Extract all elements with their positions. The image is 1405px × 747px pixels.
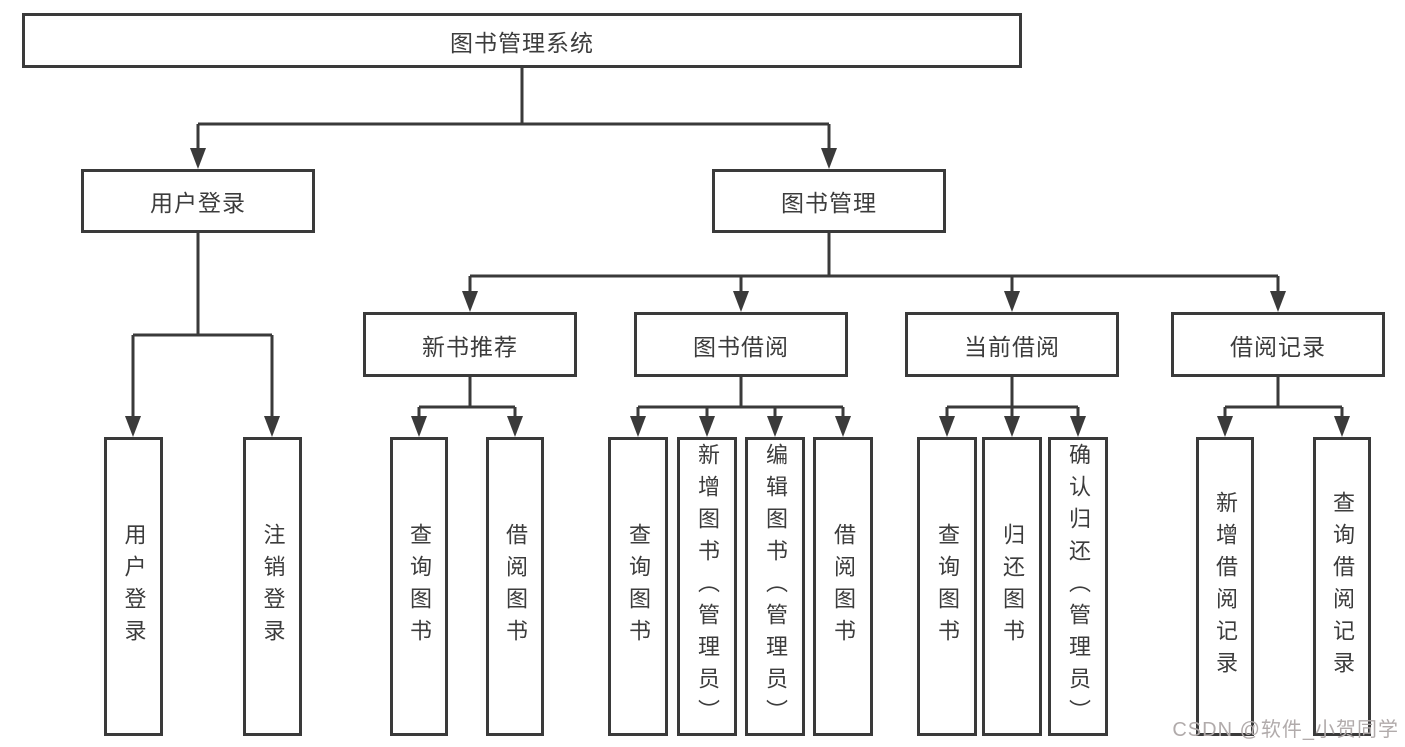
leaf-borrow-books: 借阅图书 <box>813 437 873 736</box>
leaf-return-books: 归还图书 <box>982 437 1042 736</box>
leaf-query-books-current: 查询图书 <box>917 437 977 736</box>
node-label: 图书借阅 <box>693 333 789 360</box>
node-book-management: 图书管理 <box>712 169 946 233</box>
leaf-confirm-return-admin: 确认归还（管理员） <box>1048 437 1108 736</box>
node-user-login: 用户登录 <box>81 169 315 233</box>
leaf-query-borrow-record: 查询借阅记录 <box>1313 437 1371 736</box>
node-label: 查询借阅记录 <box>1330 490 1355 683</box>
leaf-logout: 注销登录 <box>243 437 302 736</box>
node-label: 当前借阅 <box>964 333 1060 360</box>
leaf-user-login: 用户登录 <box>104 437 163 736</box>
node-label: 查询图书 <box>935 522 960 651</box>
node-label: 编辑图书（管理员） <box>763 442 788 731</box>
node-label: 查询图书 <box>407 522 432 651</box>
node-label: 用户登录 <box>121 522 147 651</box>
node-label: 借阅图书 <box>503 522 528 651</box>
leaf-add-borrow-record: 新增借阅记录 <box>1196 437 1254 736</box>
node-book-borrowing: 图书借阅 <box>634 312 848 377</box>
leaf-borrow-books-recommend: 借阅图书 <box>486 437 544 736</box>
node-borrowing-records: 借阅记录 <box>1171 312 1385 377</box>
leaf-query-books-borrow: 查询图书 <box>608 437 668 736</box>
node-label: 注销登录 <box>260 522 286 651</box>
node-label: 查询图书 <box>626 522 651 651</box>
node-label: 图书管理系统 <box>450 29 594 56</box>
node-label: 新增图书（管理员） <box>695 442 720 731</box>
node-label: 图书管理 <box>781 190 877 216</box>
node-current-borrowing: 当前借阅 <box>905 312 1119 377</box>
leaf-add-books-admin: 新增图书（管理员） <box>677 437 737 736</box>
node-label: 借阅图书 <box>831 522 856 651</box>
node-label: 借阅记录 <box>1230 333 1326 360</box>
node-label: 新增借阅记录 <box>1213 490 1238 683</box>
node-library-management-system: 图书管理系统 <box>22 13 1022 68</box>
node-label: 归还图书 <box>1000 522 1025 651</box>
node-label: 新书推荐 <box>422 333 518 360</box>
node-label: 用户登录 <box>150 190 246 216</box>
node-label: 确认归还（管理员） <box>1066 442 1091 731</box>
node-new-book-recommend: 新书推荐 <box>363 312 577 377</box>
arrowhead-icons <box>125 148 1350 437</box>
leaf-edit-books-admin: 编辑图书（管理员） <box>745 437 805 736</box>
csdn-watermark: CSDN @软件_小贺同学 <box>1172 719 1399 741</box>
leaf-query-books-recommend: 查询图书 <box>390 437 448 736</box>
